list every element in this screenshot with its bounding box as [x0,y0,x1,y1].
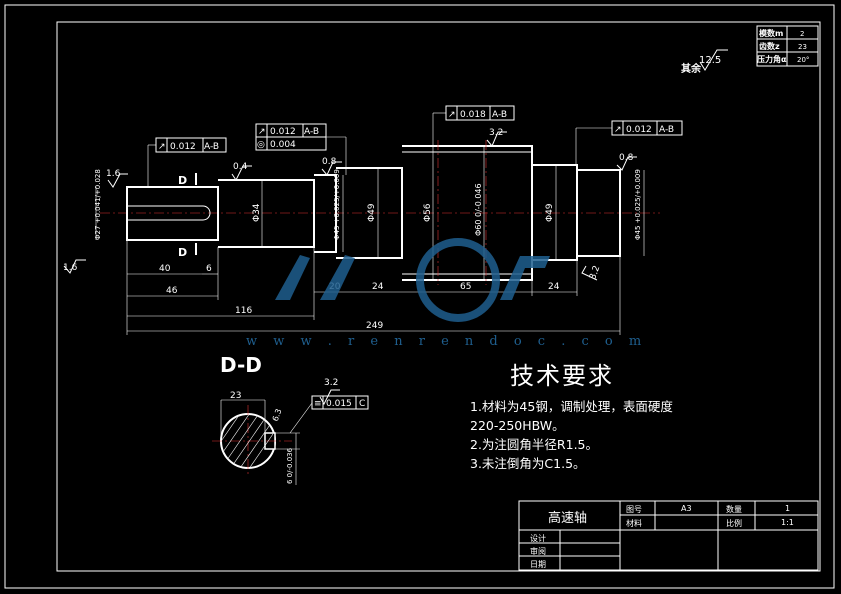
tech-line-4: 3.未注倒角为C1.5。 [470,456,586,471]
watermark-url: w w w . r e n r e n d o c . c o m [246,334,648,349]
svg-text:24: 24 [372,282,384,292]
svg-text:A-B: A-B [492,110,507,120]
svg-text:3.2: 3.2 [588,264,602,281]
svg-text:↗: ↗ [158,142,166,152]
date-label: 日期 [530,560,546,569]
drawing-no-label: 图号 [626,505,642,514]
svg-text:0.018: 0.018 [460,110,486,120]
tech-line-1: 1.材料为45钢，调制处理，表面硬度 [470,399,673,414]
svg-text:Φ49: Φ49 [367,203,377,222]
svg-text:↗: ↗ [614,125,622,135]
svg-text:其余: 其余 [681,62,702,75]
tech-line-3: 2.为注圆角半径R1.5。 [470,437,598,452]
svg-text:46: 46 [166,286,178,296]
svg-text:≡: ≡ [314,399,322,409]
svg-text:◎: ◎ [257,140,265,150]
svg-text:12.5: 12.5 [699,55,721,66]
svg-text:0.012: 0.012 [626,125,652,135]
svg-text:↗: ↗ [258,127,266,137]
designer-label: 设计 [530,534,546,543]
gear-parameter-table: 模数m 2 齿数z 23 压力角α 20° [756,25,819,67]
svg-text:65: 65 [460,282,471,292]
svg-text:Φ56: Φ56 [423,203,433,222]
technical-requirements: 技术要求 1.材料为45钢，调制处理，表面硬度 220-250HBW。 2.为注… [470,356,730,473]
svg-text:0.8: 0.8 [619,153,634,163]
length-dimensions: 40 6 46 116 20 24 65 24 249 [126,240,621,335]
gear-param-value-1: 23 [798,43,807,51]
svg-text:3.2: 3.2 [324,378,338,388]
svg-text:A-B: A-B [659,125,674,135]
svg-text:23: 23 [230,391,241,401]
svg-text:D-D: D-D [220,353,262,377]
svg-text:3.2: 3.2 [489,128,503,138]
remaining-roughness-note: 其余 12.5 [681,49,728,75]
roughness-marks: 1.6 0.4 0.8 3.2 0.8 1.6 3.2 [63,128,637,281]
svg-text:C: C [359,399,365,409]
quantity: 1 [785,504,791,513]
inner-frame [56,21,821,572]
svg-text:6: 6 [206,264,212,274]
svg-text:0.015: 0.015 [326,399,352,409]
svg-text:A-B: A-B [204,142,219,152]
svg-text:249: 249 [366,321,383,331]
svg-text:40: 40 [159,264,171,274]
svg-text:24: 24 [548,282,560,292]
part-name: 高速轴 [548,511,588,526]
svg-text:Φ27 +0.041/+0.028: Φ27 +0.041/+0.028 [94,169,102,240]
svg-text:Φ45 +0.025/+0.009: Φ45 +0.025/+0.009 [333,169,341,240]
gear-param-label-1: 齿数z [759,41,780,51]
svg-text:D: D [178,174,187,187]
tolerance-frame-4: ↗ 0.012 A-B [575,120,683,165]
tolerance-frame-3: ↗ 0.018 A-B [432,105,515,146]
svg-text:6.3: 6.3 [271,408,284,423]
scale-label: 比例 [726,519,742,528]
title-block [518,500,819,571]
quantity-label: 数量 [726,505,742,514]
gear-param-label-0: 模数m [759,28,783,38]
svg-text:0.004: 0.004 [270,140,296,150]
tech-line-2: 220-250HBW。 [470,418,565,433]
gear-param-value-2: 20° [797,56,809,64]
tolerance-frame-0: ↗ 0.012 A-B [147,137,227,187]
gear-param-label-2: 压力角α [757,54,787,64]
svg-text:Φ45 +0.025/+0.009: Φ45 +0.025/+0.009 [634,169,642,240]
svg-text:↗: ↗ [448,110,456,120]
reviewer-label: 审阅 [530,547,546,556]
tolerance-frame-1: ↗ 0.012 A-B ◎ 0.004 [255,123,347,175]
svg-text:116: 116 [235,306,252,316]
svg-text:6 0/-0.036: 6 0/-0.036 [286,447,294,484]
svg-text:A-B: A-B [304,127,319,137]
outer-frame [4,4,835,589]
scale: 1:1 [781,518,794,527]
svg-text:Φ49: Φ49 [545,203,555,222]
svg-text:1.6: 1.6 [63,263,78,273]
drawing-no: A3 [681,504,692,513]
svg-text:Φ60 0/-0.046: Φ60 0/-0.046 [474,183,483,236]
section-markers: D D [178,173,197,259]
diameter-labels: Φ34 Φ49 Φ56 Φ49 Φ60 0/-0.046 Φ27 +0.041/… [94,146,645,280]
watermark-logo [275,238,550,322]
svg-text:0.012: 0.012 [170,142,196,152]
tech-title: 技术要求 [510,362,614,390]
gear-param-value-0: 2 [800,30,804,38]
material-label: 材料 [626,519,642,528]
section-view: D-D 23 6.3 3.2 ≡ 0.015 C 6 0/-0.036 [212,353,369,485]
svg-text:0.8: 0.8 [322,157,337,167]
svg-text:Φ34: Φ34 [252,203,262,222]
svg-text:0.012: 0.012 [270,127,296,137]
svg-text:0.4: 0.4 [233,162,248,172]
svg-text:1.6: 1.6 [106,169,121,179]
svg-text:D: D [178,246,187,259]
